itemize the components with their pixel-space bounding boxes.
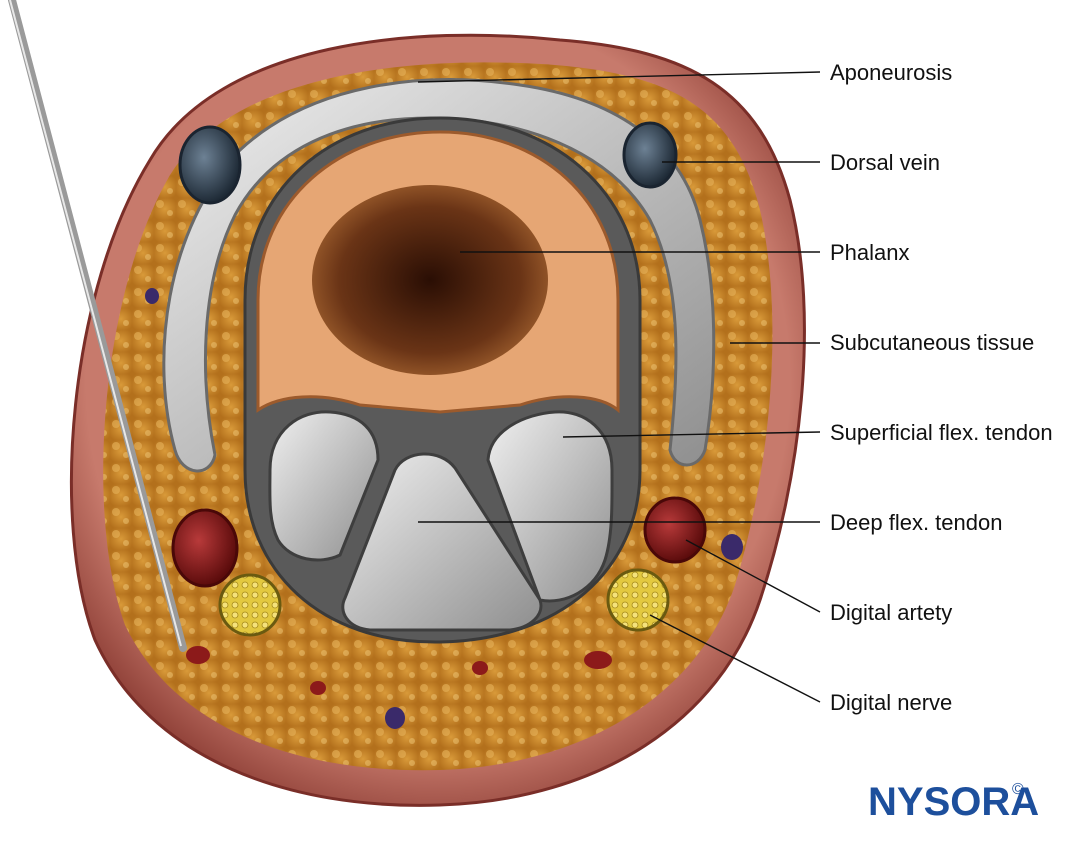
superficial-flex-tendon-right [486, 410, 614, 603]
logo-copyright: © [1012, 781, 1024, 798]
label-aponeurosis: Aponeurosis [830, 60, 952, 85]
leader-aponeurosis [417, 71, 821, 83]
digital-nerve-right [606, 568, 670, 632]
needle-highlight [9, 0, 182, 647]
logo-text: NYSORA [868, 780, 1039, 824]
phalanx-marrow [312, 185, 548, 375]
label-deep-flex-tendon: Deep flex. tendon [830, 510, 1002, 535]
nysora-logo: NYSORA © [868, 780, 1039, 824]
label-digital-nerve: Digital nerve [830, 690, 952, 715]
deep-flex-tendon-shape [341, 452, 543, 632]
digital-artery-right [643, 496, 707, 564]
small-vessel [310, 681, 326, 695]
small-vessel [472, 661, 488, 675]
small-vessel [145, 288, 159, 304]
label-subcutaneous-tissue: Subcutaneous tissue [830, 330, 1034, 355]
dorsal-vein-left [178, 125, 242, 205]
label-digital-artery: Digital artety [830, 600, 952, 625]
needle [8, 0, 187, 652]
label-dorsal-vein: Dorsal vein [830, 150, 940, 175]
dorsal-vein-right [622, 121, 678, 189]
label-phalanx: Phalanx [830, 240, 910, 265]
small-vessel [721, 534, 743, 560]
superficial-flex-tendon-left [268, 410, 380, 562]
small-vessel [584, 651, 612, 669]
leader-digital-artery [685, 539, 821, 613]
label-superficial-flex-tendon: Superficial flex. tendon [830, 420, 1053, 445]
digital-nerve-left [218, 573, 282, 637]
leader-superficial-flex-tendon [562, 431, 821, 438]
small-vessel [186, 646, 210, 664]
small-vessel [385, 707, 405, 729]
aponeurosis-shape [162, 78, 716, 473]
digital-artery-left [171, 508, 239, 588]
leader-digital-nerve [649, 614, 821, 703]
